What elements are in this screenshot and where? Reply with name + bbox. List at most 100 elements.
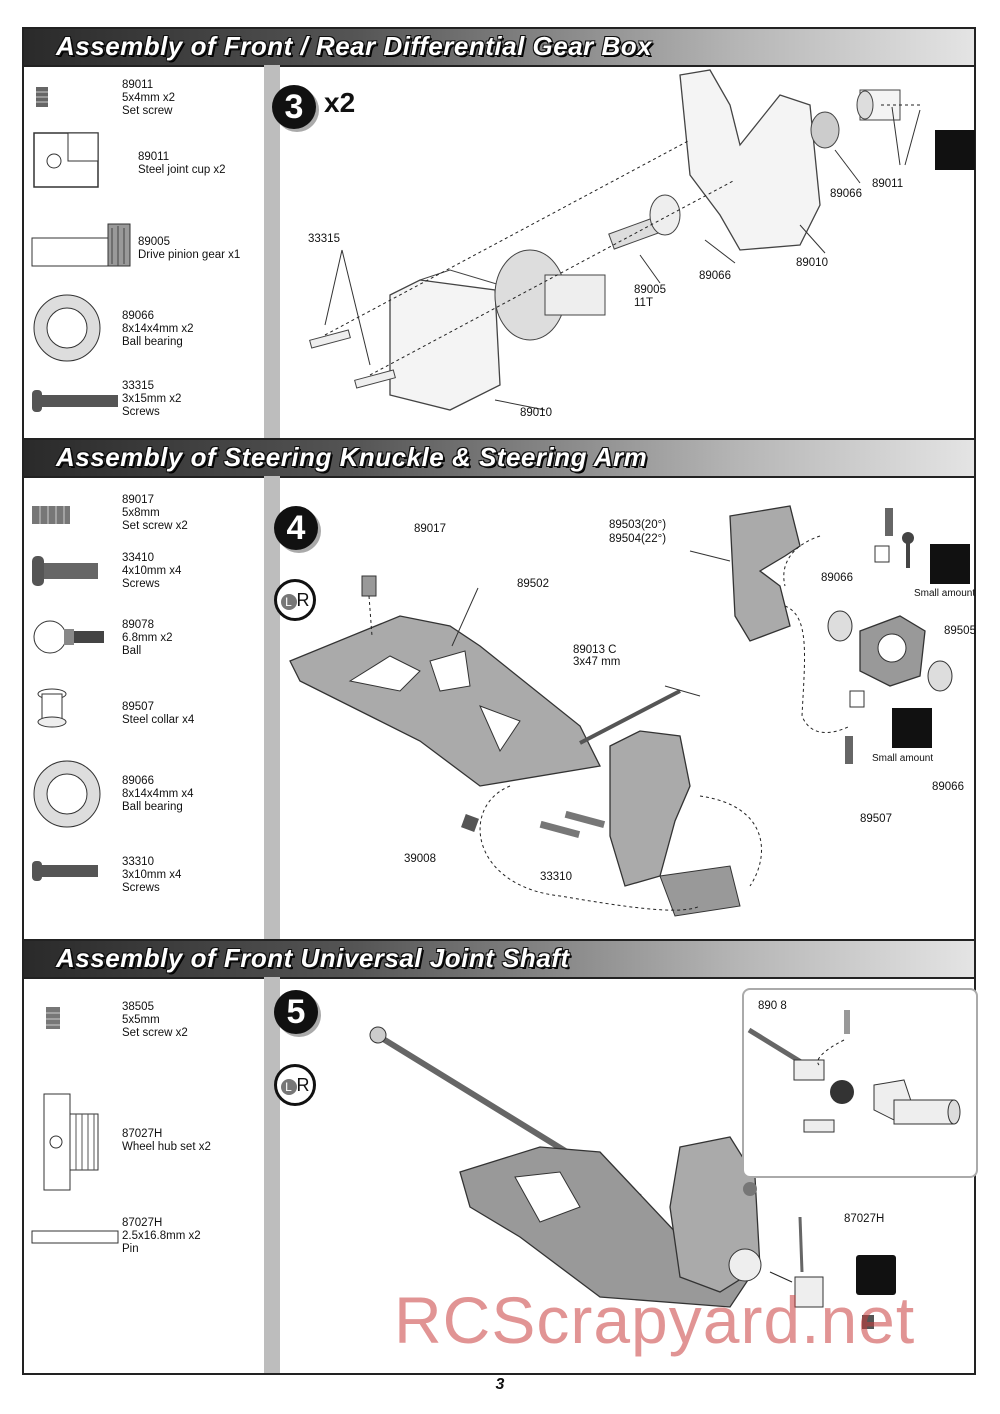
callout-label: Small amount xyxy=(872,753,934,764)
thread-lock-icon xyxy=(856,1255,896,1295)
callout-label: 890 8 xyxy=(758,1000,787,1012)
part-desc: Set screw xyxy=(122,105,173,117)
pinion-gear-icon xyxy=(31,223,131,267)
part-desc: Ball bearing xyxy=(122,336,183,348)
callout-label: 3x47 mm xyxy=(573,656,621,668)
section-banner-steering: Assembly of Steering Knuckle & Steering … xyxy=(24,440,974,478)
part-desc: Steel collar x4 xyxy=(122,714,195,726)
callout-label: 89066 xyxy=(699,270,731,282)
set-screw-icon xyxy=(46,1007,60,1029)
callout-label: 87027H xyxy=(844,1213,885,1225)
part-size: 2.5x16.8mm x2 xyxy=(122,1230,201,1242)
section-divider xyxy=(24,939,974,941)
callout-label: 89504(22°) xyxy=(609,533,667,545)
set-screw-icon xyxy=(32,506,70,524)
part-size: 4x10mm x4 xyxy=(122,565,182,577)
pin-icon xyxy=(31,1230,119,1244)
steering-exploded-diagram xyxy=(289,505,970,917)
part-number: 33410 xyxy=(122,552,154,564)
section-divider xyxy=(24,438,974,440)
joint-cup-icon xyxy=(33,132,99,188)
callout-label: 89066 xyxy=(932,781,964,793)
part-desc: Steel joint cup x2 xyxy=(138,164,226,176)
column-divider xyxy=(264,65,280,438)
steel-collar-icon xyxy=(37,688,67,728)
universal-joint-detail-diagram xyxy=(747,1010,961,1133)
screw-icon xyxy=(32,556,98,586)
part-size: 5x4mm x2 xyxy=(122,92,176,104)
part-desc: Ball bearing xyxy=(122,801,183,813)
callout-label: 89010 xyxy=(796,257,828,269)
callout-label: 33315 xyxy=(308,233,340,245)
ball-bearing-icon xyxy=(33,760,101,828)
step-multiplier: x2 xyxy=(324,87,356,118)
differential-exploded-diagram xyxy=(309,69,975,411)
part-desc: Set screw x2 xyxy=(122,1027,188,1039)
callout-label: 89010 xyxy=(520,407,552,419)
lr-right: R xyxy=(296,590,310,610)
part-number: 87027H xyxy=(122,1128,163,1140)
part-number: 89017 xyxy=(122,494,154,506)
callout-label: 89502 xyxy=(517,578,549,590)
part-number: 89011 xyxy=(122,79,154,91)
part-number: 89005 xyxy=(138,236,170,248)
callout-label: 39008 xyxy=(404,853,436,865)
set-screw-icon xyxy=(36,87,48,107)
part-desc: Screws xyxy=(122,882,160,894)
part-number: 89078 xyxy=(122,619,154,631)
callout-label: 89507 xyxy=(860,813,892,825)
part-number: 38505 xyxy=(122,1001,154,1013)
part-number: 89507 xyxy=(122,701,154,713)
column-divider xyxy=(264,977,280,1373)
callout-label: 89005 xyxy=(634,284,666,296)
ball-bearing-icon xyxy=(33,294,101,362)
part-number: 33310 xyxy=(122,856,154,868)
part-size: 3x10mm x4 xyxy=(122,869,182,881)
watermark-text: RCScrapyard.net xyxy=(394,1283,916,1357)
part-desc: Screws xyxy=(122,578,160,590)
part-desc: Screws xyxy=(122,406,160,418)
step-number-badge: 3 xyxy=(272,85,316,129)
part-size: 6.8mm x2 xyxy=(122,632,173,644)
lr-left: L xyxy=(280,594,297,610)
part-desc: Drive pinion gear x1 xyxy=(138,249,241,261)
part-desc: Wheel hub set x2 xyxy=(122,1141,211,1153)
callout-label: Small amount xyxy=(914,588,976,599)
step-number-badge: 4 xyxy=(274,506,318,550)
part-number: 87027H xyxy=(122,1217,163,1229)
section-title: Assembly of Front Universal Joint Shaft xyxy=(56,943,570,973)
callout-label: 89017 xyxy=(414,523,446,535)
section-banner-universal-joint: Assembly of Front Universal Joint Shaft xyxy=(24,941,974,979)
part-number: 33315 xyxy=(122,380,154,392)
lr-right: R xyxy=(296,1075,310,1095)
part-size: 8x14x4mm x4 xyxy=(122,788,194,800)
ball-stud-icon xyxy=(33,620,104,654)
part-number: 89066 xyxy=(122,310,154,322)
part-size: 5x8mm xyxy=(122,507,160,519)
section-banner-differential: Assembly of Front / Rear Differential Ge… xyxy=(24,29,974,67)
part-size: 3x15mm x2 xyxy=(122,393,182,405)
step-number-badge: 5 xyxy=(274,990,318,1034)
callout-label: 33310 xyxy=(540,871,572,883)
column-divider xyxy=(264,476,280,939)
part-size: 5x5mm xyxy=(122,1014,160,1026)
part-number: 89066 xyxy=(122,775,154,787)
section-title: Assembly of Front / Rear Differential Ge… xyxy=(56,31,653,61)
screw-icon xyxy=(32,861,98,881)
detail-inset: 890 8 xyxy=(742,988,978,1178)
part-desc: Pin xyxy=(122,1243,139,1255)
part-size: 8x14x4mm x2 xyxy=(122,323,194,335)
callout-label: 89066 xyxy=(821,572,853,584)
lr-left: L xyxy=(280,1079,297,1095)
part-desc: Ball xyxy=(122,645,142,657)
section-title: Assembly of Steering Knuckle & Steering … xyxy=(56,442,648,472)
callout-label: 89013 C xyxy=(573,644,617,656)
